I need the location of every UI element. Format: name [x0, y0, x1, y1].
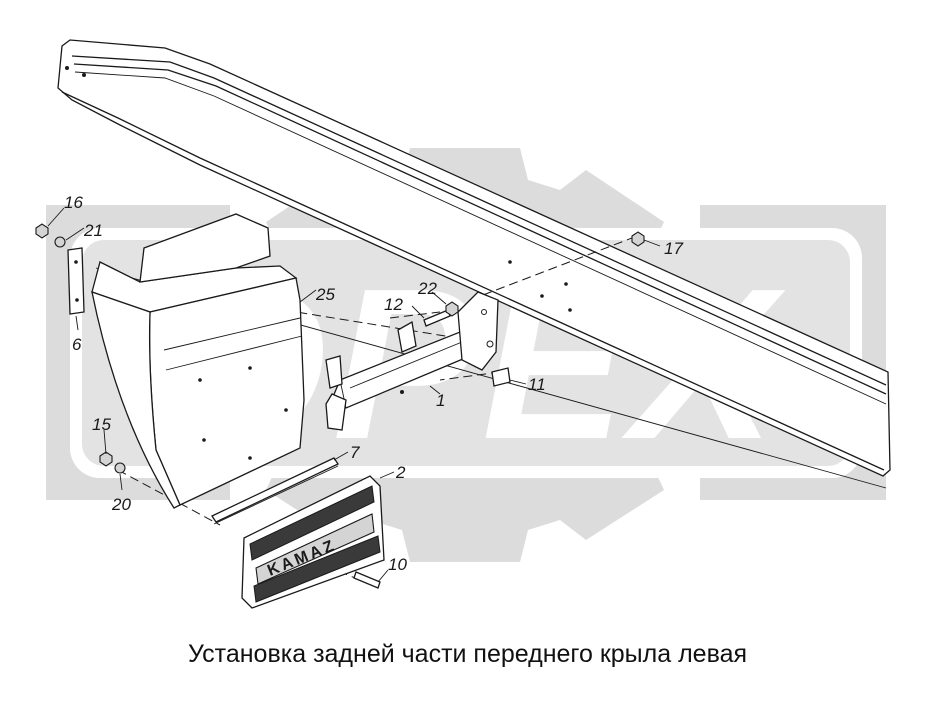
- mudflap-label-plate: [255, 513, 375, 585]
- leader-line: [47, 207, 65, 227]
- assembly-line: [159, 289, 471, 341]
- washer-icon: [54, 236, 66, 248]
- leader-line: [75, 315, 79, 331]
- fender-strip-rib-2: [73, 63, 887, 395]
- leader-line: [103, 429, 107, 455]
- assembly-line: [389, 311, 441, 319]
- callout-6: 6: [72, 335, 82, 354]
- bracket-lower-plate: [325, 393, 347, 431]
- bracket-side-tab: [325, 355, 343, 389]
- fender-strip-rib-1: [71, 55, 887, 386]
- assembly-line: [469, 237, 633, 301]
- bracket-hole: [486, 340, 494, 348]
- fender-hole: [65, 66, 69, 70]
- callout-1: 1: [436, 391, 445, 410]
- rear-fender-hole: [202, 438, 206, 442]
- callout-17: 17: [664, 239, 683, 258]
- callout-20: 20: [111, 495, 131, 514]
- leader-line: [431, 291, 447, 305]
- leader-line: [643, 239, 661, 247]
- leader-line: [509, 379, 527, 385]
- callout-labels: 16 21 6 17 25 22 12 11 1 15 20 7 2 10: [64, 193, 683, 574]
- bracket-hole: [400, 390, 404, 394]
- rear-fender-hole: [248, 456, 252, 460]
- fender-hole: [508, 260, 512, 264]
- callout-22: 22: [417, 279, 437, 298]
- bolt-10: [353, 571, 381, 589]
- mudflap-stripe-bottom: [253, 535, 381, 603]
- leader-line: [333, 451, 349, 461]
- fender-strip-edge: [61, 91, 885, 471]
- callout-21: 21: [83, 221, 103, 240]
- leader-line: [379, 471, 395, 479]
- leader-line: [299, 289, 317, 303]
- bolt-11: [491, 367, 511, 387]
- fender-hole: [540, 294, 544, 298]
- strip-edge: [213, 465, 339, 525]
- assembly-line: [439, 371, 501, 381]
- nut-icon: [35, 223, 49, 239]
- fender-strip-rib-3: [74, 71, 887, 405]
- mudflap-stripe-top: [249, 485, 375, 561]
- callout-7: 7: [350, 443, 360, 462]
- callout-2: 2: [395, 463, 406, 482]
- strip-part: [211, 457, 339, 525]
- nut-icon: [631, 231, 645, 247]
- leader-line: [65, 227, 85, 241]
- bolt-12: [423, 309, 451, 327]
- leader-line: [429, 385, 441, 395]
- fender-hole: [568, 308, 572, 312]
- fender-hole: [82, 73, 86, 77]
- callout-15: 15: [92, 415, 111, 434]
- rear-fender-rib: [163, 317, 301, 351]
- bracket-top-tab: [397, 320, 417, 353]
- fender-front-strip: [57, 39, 891, 477]
- leader-line: [377, 569, 389, 583]
- rear-fender-part: [91, 213, 305, 509]
- callout-16: 16: [64, 193, 83, 212]
- rear-fender-rib: [165, 335, 303, 371]
- callout-12: 12: [384, 295, 403, 314]
- callout-10: 10: [388, 555, 407, 574]
- diagram-caption: Установка задней части переднего крыла л…: [187, 640, 748, 668]
- plate-6: [67, 247, 85, 315]
- fender-hole: [564, 282, 568, 286]
- callout-11: 11: [528, 375, 546, 394]
- leader-line: [411, 305, 425, 319]
- callout-25: 25: [315, 285, 335, 304]
- bracket-plate: [457, 291, 499, 371]
- bracket-hole: [481, 309, 487, 315]
- leader-lines: [47, 207, 661, 583]
- plate-hole: [75, 298, 79, 302]
- rear-fender-box: [139, 213, 271, 283]
- mudflap-part: KAMAZ: [241, 475, 385, 609]
- rear-fender-curve: [91, 291, 181, 509]
- washer-icon: [114, 462, 126, 474]
- leader-line: [119, 473, 123, 491]
- plate-hole: [74, 260, 78, 264]
- fasteners: [35, 223, 645, 589]
- bracket-part: [325, 291, 499, 431]
- strip-body: [211, 457, 339, 523]
- bracket-beam-edge: [349, 341, 463, 389]
- rear-fender-hole: [248, 366, 252, 370]
- nut-icon: [445, 301, 459, 317]
- rear-fender-hole: [284, 408, 288, 412]
- fender-strip-body: [57, 39, 891, 477]
- rear-fender-hole: [198, 378, 202, 382]
